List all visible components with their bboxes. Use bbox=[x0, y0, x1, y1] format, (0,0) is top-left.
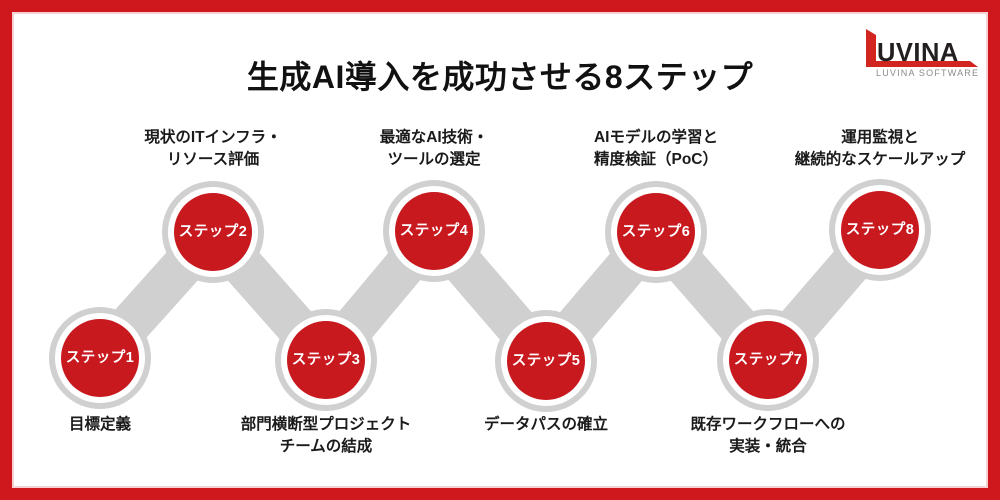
node-red-circle bbox=[729, 321, 807, 399]
node-red-circle bbox=[507, 322, 585, 400]
node-red-circle bbox=[395, 192, 473, 270]
step-1-label: 目標定義 bbox=[68, 416, 131, 433]
step-7-badge: ステップ7 bbox=[733, 352, 803, 368]
step-4-label: 最適なAI技術・ ツールの選定 bbox=[379, 129, 489, 168]
step-5-label: データパスの確立 bbox=[483, 416, 608, 433]
luvina-logo-svg: UVINA LUVINA SOFTWARE bbox=[866, 29, 979, 78]
step-4-node bbox=[383, 180, 485, 282]
node-red-circle bbox=[287, 321, 365, 399]
step-3-label: 部門横断型プロジェクト チームの結成 bbox=[240, 416, 412, 455]
step-2-badge: ステップ2 bbox=[178, 224, 248, 240]
logo-brand-text: UVINA bbox=[877, 39, 959, 67]
step-3-node bbox=[275, 309, 377, 411]
node-red-circle bbox=[617, 193, 695, 271]
step-8-label: 運用監視と 継続的なスケールアップ bbox=[794, 129, 966, 168]
luvina-logo: UVINA LUVINA SOFTWARE bbox=[855, 18, 985, 82]
step-1-node bbox=[49, 307, 151, 409]
step-7-label: 既存ワークフローへの 実装・統合 bbox=[690, 416, 846, 455]
logo-subtitle-text: LUVINA SOFTWARE bbox=[876, 68, 979, 78]
step-2-label: 現状のITインフラ・ リソース評価 bbox=[144, 129, 282, 168]
logo-l-swoosh-shape bbox=[866, 29, 978, 67]
step-8-node bbox=[829, 179, 931, 281]
step-4-badge: ステップ4 bbox=[399, 223, 469, 239]
step-1-badge: ステップ1 bbox=[65, 350, 135, 366]
node-red-circle bbox=[61, 319, 139, 397]
step-3-badge: ステップ3 bbox=[291, 352, 361, 368]
step-6-node bbox=[605, 181, 707, 283]
step-8-badge: ステップ8 bbox=[845, 222, 915, 238]
step-5-badge: ステップ5 bbox=[511, 353, 581, 369]
node-red-circle bbox=[841, 191, 919, 269]
page-title: 生成AI導入を成功させる8ステップ bbox=[246, 59, 754, 95]
step-2-node bbox=[162, 181, 264, 283]
step-5-node bbox=[495, 310, 597, 412]
step-6-label: AIモデルの学習と 精度検証（PoC） bbox=[593, 129, 718, 168]
step-6-badge: ステップ6 bbox=[621, 224, 691, 240]
node-red-circle bbox=[174, 193, 252, 271]
step-7-node bbox=[717, 309, 819, 411]
